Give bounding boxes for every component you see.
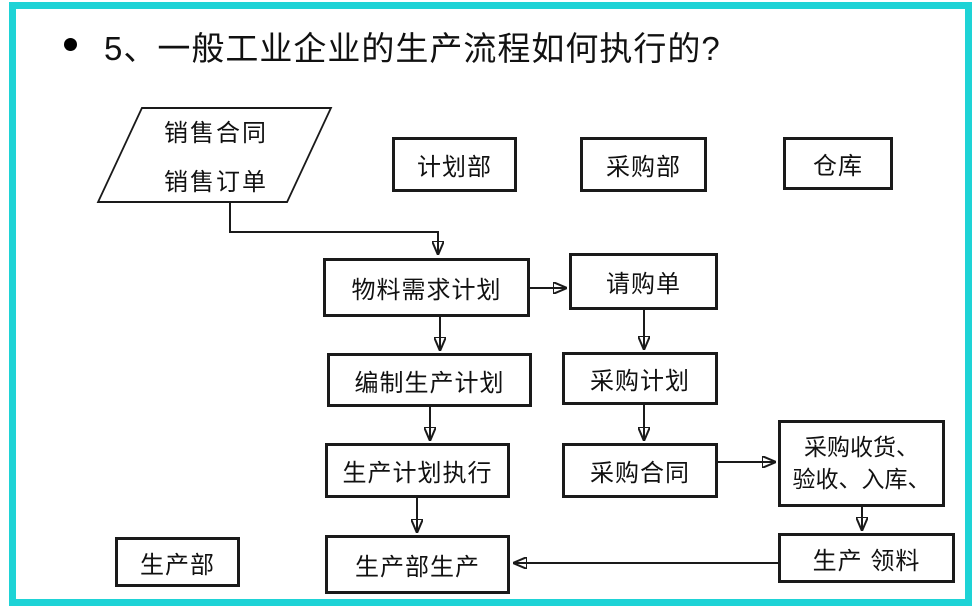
node-warehouse-dept: 仓库: [783, 137, 893, 190]
receiving-line-1: 采购收货、: [804, 434, 919, 461]
node-plan-execution: 生产计划执行: [325, 443, 510, 498]
sales-order-line: 销售订单: [164, 169, 268, 196]
node-material-picking: 生产 领料: [778, 533, 955, 583]
node-mrp: 物料需求计划: [323, 258, 530, 317]
node-receiving: 采购收货、 验收、入库、: [778, 420, 945, 507]
page-title: 5、一般工业企业的生产流程如何执行的?: [104, 30, 721, 67]
node-purchase-plan: 采购计划: [562, 352, 718, 405]
bullet-icon: [64, 38, 77, 51]
node-purchasing-dept: 采购部: [580, 137, 707, 192]
sales-parallelogram-label: 销售合同 销售订单: [130, 107, 302, 203]
node-make-production-plan: 编制生产计划: [327, 353, 532, 407]
node-production-dept: 生产部: [115, 537, 240, 587]
node-requisition: 请购单: [569, 253, 718, 310]
arrow-sales-to-mrp: [229, 203, 438, 253]
node-production-run: 生产部生产: [325, 535, 510, 594]
sales-contract-line: 销售合同: [164, 120, 268, 147]
node-planning-dept: 计划部: [392, 137, 517, 192]
receiving-line-2: 验收、入库、: [792, 465, 931, 492]
node-purchase-contract: 采购合同: [562, 443, 718, 498]
